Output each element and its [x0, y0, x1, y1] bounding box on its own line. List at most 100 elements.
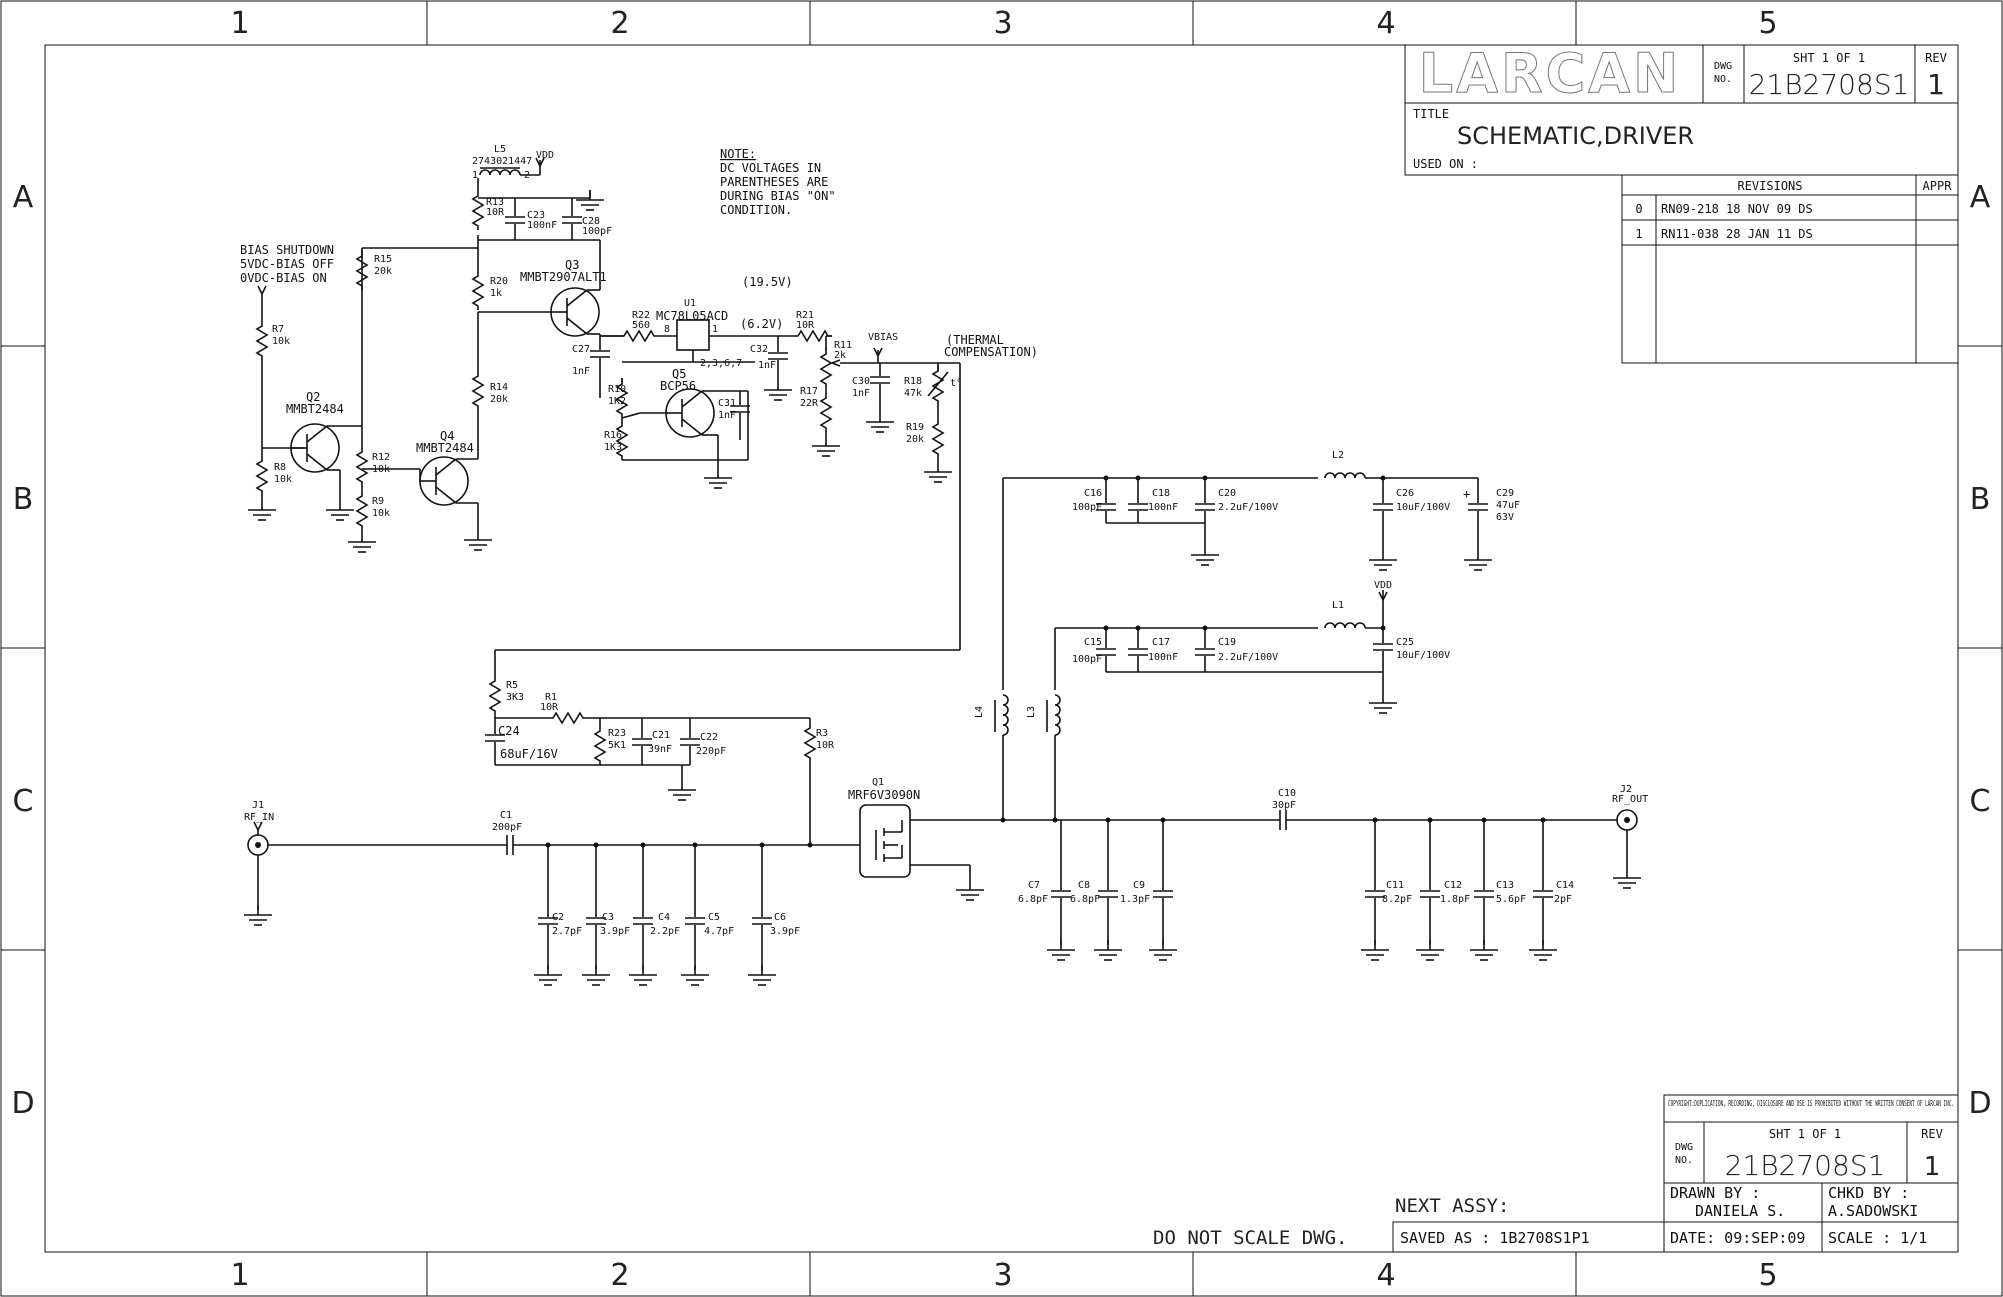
svg-text:3.9pF: 3.9pF	[770, 926, 800, 937]
svg-text:100nF: 100nF	[1148, 502, 1178, 513]
svg-text:20k: 20k	[374, 266, 392, 277]
svg-text:R3: R3	[816, 728, 828, 739]
svg-text:1.8pF: 1.8pF	[1440, 894, 1470, 905]
svg-text:R20: R20	[490, 276, 508, 287]
svg-text:2.2pF: 2.2pF	[650, 926, 680, 937]
svg-text:5: 5	[1758, 6, 1777, 41]
svg-text:REVISIONS: REVISIONS	[1737, 179, 1802, 193]
svg-text:C23: C23	[527, 210, 545, 221]
svg-text:2.7pF: 2.7pF	[552, 926, 582, 937]
svg-text:1: 1	[472, 170, 478, 181]
svg-text:30pF: 30pF	[1272, 800, 1296, 811]
svg-text:BIAS SHUTDOWN: BIAS SHUTDOWN	[240, 243, 334, 257]
drawing-title: SCHEMATIC,DRIVER	[1457, 122, 1694, 150]
svg-text:5.6pF: 5.6pF	[1496, 894, 1526, 905]
u1-regulator	[676, 319, 710, 351]
svg-text:8.2pF: 8.2pF	[1382, 894, 1412, 905]
svg-text:A: A	[1970, 180, 1991, 215]
svg-text:Q5: Q5	[672, 367, 686, 381]
svg-text:2743021447: 2743021447	[472, 156, 532, 167]
svg-text:L5: L5	[494, 144, 506, 155]
svg-text:C25: C25	[1396, 637, 1414, 648]
svg-text:L1: L1	[1332, 600, 1344, 611]
q5-transistor	[665, 388, 715, 438]
svg-text:TITLE: TITLE	[1413, 107, 1449, 121]
drawing-number: 21B2708S1	[1749, 68, 1910, 101]
svg-text:MC78L05ACD: MC78L05ACD	[656, 309, 728, 323]
svg-text:R9: R9	[372, 496, 384, 507]
svg-text:2: 2	[610, 1258, 629, 1293]
next-assy-block: NEXT ASSY: DO NOT SCALE DWG. SAVED AS : …	[1153, 1195, 1665, 1253]
svg-text:C3: C3	[602, 912, 614, 923]
svg-text:20k: 20k	[490, 394, 508, 405]
svg-text:1k: 1k	[490, 288, 502, 299]
svg-text:REV: REV	[1925, 51, 1947, 65]
svg-text:100nF: 100nF	[527, 220, 557, 231]
svg-text:L2: L2	[1332, 450, 1344, 461]
svg-text:4: 4	[1376, 6, 1395, 41]
svg-text:VDD: VDD	[536, 150, 554, 161]
svg-text:R13: R13	[486, 197, 504, 208]
q2-transistor	[290, 423, 340, 473]
svg-text:C13: C13	[1496, 880, 1514, 891]
bias-circuit: BIAS SHUTDOWN 5VDC-BIAS OFF 0VDC-BIAS ON…	[240, 144, 1038, 651]
svg-text:3K3: 3K3	[506, 692, 524, 703]
svg-text:NEXT ASSY:: NEXT ASSY:	[1395, 1195, 1509, 1217]
svg-text:DO NOT SCALE DWG.: DO NOT SCALE DWG.	[1153, 1227, 1347, 1249]
svg-text:DC VOLTAGES IN: DC VOLTAGES IN	[720, 161, 821, 175]
svg-text:100nF: 100nF	[1148, 652, 1178, 663]
svg-text:1: 1	[1635, 227, 1642, 241]
svg-text:1nF: 1nF	[572, 366, 590, 377]
svg-text:C27: C27	[572, 344, 590, 355]
svg-text:C11: C11	[1386, 880, 1404, 891]
svg-text:4: 4	[1376, 1258, 1395, 1293]
svg-text:100pF: 100pF	[582, 226, 612, 237]
svg-text:MMBT2907ALT1: MMBT2907ALT1	[520, 270, 607, 284]
svg-text:B: B	[13, 482, 34, 517]
svg-text:8: 8	[664, 324, 670, 335]
svg-text:(THERMAL: (THERMAL	[946, 333, 1004, 347]
revision-value: 1	[1927, 68, 1945, 101]
rf-output-section: C10 30pF J2 RF_OUT C7 6.8pF C8 6.8pF C9 …	[1000, 784, 1648, 961]
svg-text:R10: R10	[608, 384, 626, 395]
svg-text:C32: C32	[750, 344, 768, 355]
svg-text:1K2: 1K2	[608, 396, 626, 407]
svg-text:1nF: 1nF	[758, 360, 776, 371]
svg-text:C7: C7	[1028, 880, 1040, 891]
svg-text:39nF: 39nF	[648, 744, 672, 755]
svg-text:R21: R21	[796, 310, 814, 321]
svg-text:10k: 10k	[272, 336, 290, 347]
svg-text:REV: REV	[1921, 1127, 1943, 1141]
svg-text:10R: 10R	[486, 207, 505, 218]
l4-inductor	[1002, 694, 1009, 736]
company-logo: LARCAN	[1419, 42, 1681, 105]
svg-text:C26: C26	[1396, 488, 1414, 499]
svg-text:20k: 20k	[906, 434, 924, 445]
svg-text:DANIELA S.: DANIELA S.	[1695, 1202, 1785, 1220]
svg-text:R22: R22	[632, 310, 650, 321]
l2-inductor	[1324, 472, 1366, 479]
input-match-caps: C2 2.7pF C3 3.9pF C4 2.2pF C5 4.7pF C6 3…	[533, 845, 800, 986]
svg-text:DWG: DWG	[1675, 1142, 1693, 1153]
svg-text:1nF: 1nF	[718, 410, 736, 421]
svg-text:C2: C2	[552, 912, 564, 923]
drain-supply: L2 C16 100pF C18 100nF C20 2.2uF/100V C2…	[974, 450, 1520, 820]
svg-text:USED ON :: USED ON :	[1413, 157, 1478, 171]
svg-text:Q3: Q3	[565, 258, 579, 272]
svg-text:10R: 10R	[540, 702, 559, 713]
svg-text:MMBT2484: MMBT2484	[286, 402, 344, 416]
svg-text:C4: C4	[658, 912, 670, 923]
svg-text:C20: C20	[1218, 488, 1236, 499]
svg-text:C: C	[13, 784, 34, 819]
svg-text:C10: C10	[1278, 788, 1296, 799]
svg-text:C24: C24	[498, 724, 520, 738]
svg-text:R12: R12	[372, 452, 390, 463]
svg-text:R16: R16	[604, 430, 622, 441]
svg-text:C22: C22	[700, 732, 718, 743]
zone-labels: 1 2 3 4 5 1 2 3 4 5 A B C D A B C D	[11, 6, 1991, 1293]
svg-text:C12: C12	[1444, 880, 1462, 891]
q4-transistor	[419, 456, 469, 506]
svg-text:1nF: 1nF	[852, 388, 870, 399]
